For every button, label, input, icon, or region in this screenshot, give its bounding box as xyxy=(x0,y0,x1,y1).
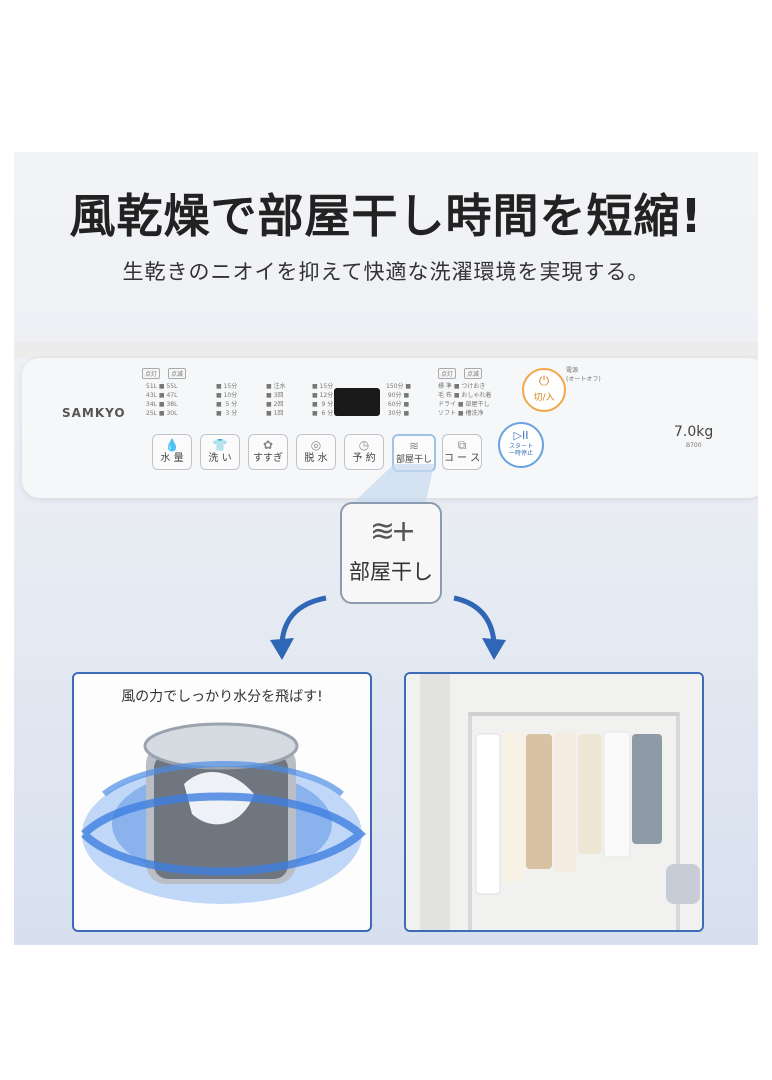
capacity-label: 7.0kg xyxy=(674,424,714,440)
indoor-drying-rack-image xyxy=(404,672,704,932)
subheadline: 生乾きのニオイを抑えて快適な洗濯環境を実現する。 xyxy=(122,260,650,284)
course-indicators: 標 準 ■ つけおき 毛 布 ■ おしゃれ着 ドライ ■ 部屋干し ソフト ■ … xyxy=(438,383,492,417)
callout-label: 部屋干し xyxy=(349,560,433,584)
power-button[interactable]: ⏻ 切/入 xyxy=(522,368,566,412)
start-pause-button[interactable]: ▷II スタート 一時停止 xyxy=(498,422,544,468)
course-lamp-blink-tag: 点滅 xyxy=(464,368,483,379)
model-label: B700 xyxy=(686,442,702,449)
course-icon: ⧉ xyxy=(457,438,467,452)
zoom-beam xyxy=(354,464,434,502)
spin-button[interactable]: ◎ 脱 水 xyxy=(296,434,336,470)
drum-airflow-image: 風の力でしっかり水分を飛ばす! xyxy=(72,672,372,932)
water-drop-icon: 💧 xyxy=(164,438,180,452)
clothes-rack-illustration xyxy=(406,674,702,930)
headline: 風乾燥で部屋干し時間を短縮! xyxy=(69,189,703,243)
course-button[interactable]: ⧉ コ ー ス xyxy=(442,434,482,470)
spin-indicators: ■ 15分 ■ 12分 ■ 9 分 ■ 6 分 xyxy=(312,383,334,417)
indoor-dry-callout: ≋+ 部屋干し xyxy=(340,502,442,604)
timer-indicators: 150分 ■ 90分 ■ 60分 ■ 30分 ■ xyxy=(386,383,412,417)
rinse-button[interactable]: ✿ すすぎ xyxy=(248,434,288,470)
drum-caption: 風の力でしっかり水分を飛ばす! xyxy=(121,689,323,705)
drum-illustration xyxy=(81,722,367,904)
clock-icon: ◷ xyxy=(358,438,370,452)
washer-control-panel: SAMKYO 点灯 点滅 51L ■ 55L 43L ■ 47L 34L ■ 3… xyxy=(22,357,758,498)
rinse-icon: ✿ xyxy=(262,438,274,452)
spin-icon: ◎ xyxy=(310,438,322,452)
play-pause-icon: ▷II xyxy=(513,429,529,442)
lamp-on-tag: 点灯 xyxy=(142,368,161,379)
rinse-indicators: ■ 注水 ■ 3回 ■ 2回 ■ 1回 xyxy=(266,383,286,417)
product-image-frame: 風乾燥で部屋干し時間を短縮! 生乾きのニオイを抑えて快適な洗濯環境を実現する。 … xyxy=(14,152,758,945)
digital-display xyxy=(334,388,380,416)
water-level-button[interactable]: 💧 水 量 xyxy=(152,434,192,470)
lamp-blink-tag: 点滅 xyxy=(168,368,187,379)
power-icon: ⏻ xyxy=(538,374,550,389)
power-caption: 電源 (オートオフ) xyxy=(566,367,601,383)
brand-logo: SAMKYO xyxy=(62,406,126,420)
timer-button[interactable]: ◷ 予 約 xyxy=(344,434,384,470)
water-level-indicators: 51L ■ 55L 43L ■ 47L 34L ■ 38L 25L ■ 30L xyxy=(146,383,178,417)
wash-button[interactable]: 👕 洗 い xyxy=(200,434,240,470)
course-lamp-on-tag: 点灯 xyxy=(438,368,457,379)
steam-icon: ≋ xyxy=(408,439,420,453)
wash-time-indicators: ■ 15分 ■ 10分 ■ 5 分 ■ 3 分 xyxy=(216,383,238,417)
washer-lid-edge xyxy=(14,342,758,358)
direction-arrows xyxy=(270,595,506,660)
steam-icon: ≋+ xyxy=(369,514,416,549)
shirt-icon: 👕 xyxy=(212,438,228,452)
